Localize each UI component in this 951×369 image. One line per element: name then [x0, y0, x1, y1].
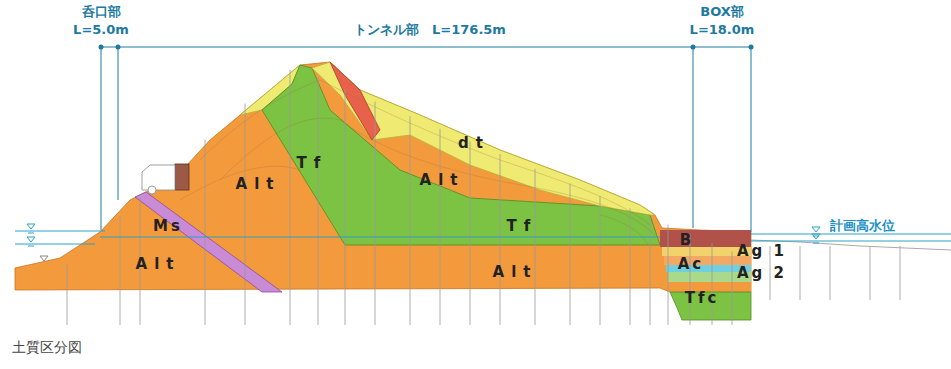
- section-name: BOX部: [700, 5, 744, 19]
- soil-label: Ms: [153, 218, 183, 235]
- vehicle-icon: [142, 164, 189, 194]
- ms-layer: [135, 192, 282, 292]
- section-name: 呑口部: [82, 5, 121, 19]
- soil-label: Ag 1: [737, 243, 787, 260]
- dimension: L=18.0m: [690, 23, 755, 37]
- borehole-lines: [67, 70, 900, 325]
- soil-label: Tf: [297, 155, 328, 172]
- figure-caption: 土質区分図: [12, 340, 82, 355]
- soil-label: Tf: [507, 218, 538, 235]
- soil-label: Alt: [420, 172, 465, 189]
- soil-label: Alt: [236, 176, 281, 193]
- section-name: トンネル部 L=176.5m: [354, 23, 506, 37]
- soil-label: Alt: [136, 256, 181, 273]
- soil-label: B: [680, 232, 694, 249]
- dt-layer: [312, 62, 655, 215]
- soil-label: Alt: [493, 264, 538, 281]
- red-layer: [330, 62, 380, 140]
- soil-label: Ac: [678, 256, 705, 273]
- soil-label: dt: [458, 135, 490, 152]
- contour-lines: [180, 80, 655, 245]
- soil-label: Tfc: [685, 290, 720, 307]
- water-level-label: 計画高水位: [830, 219, 895, 233]
- alt-layer: [15, 62, 751, 292]
- dimension-lines: [101, 47, 751, 232]
- dimension-dots: [99, 45, 754, 50]
- soil-label: Ag 2: [737, 265, 787, 282]
- dimension: L=5.0m: [73, 23, 129, 37]
